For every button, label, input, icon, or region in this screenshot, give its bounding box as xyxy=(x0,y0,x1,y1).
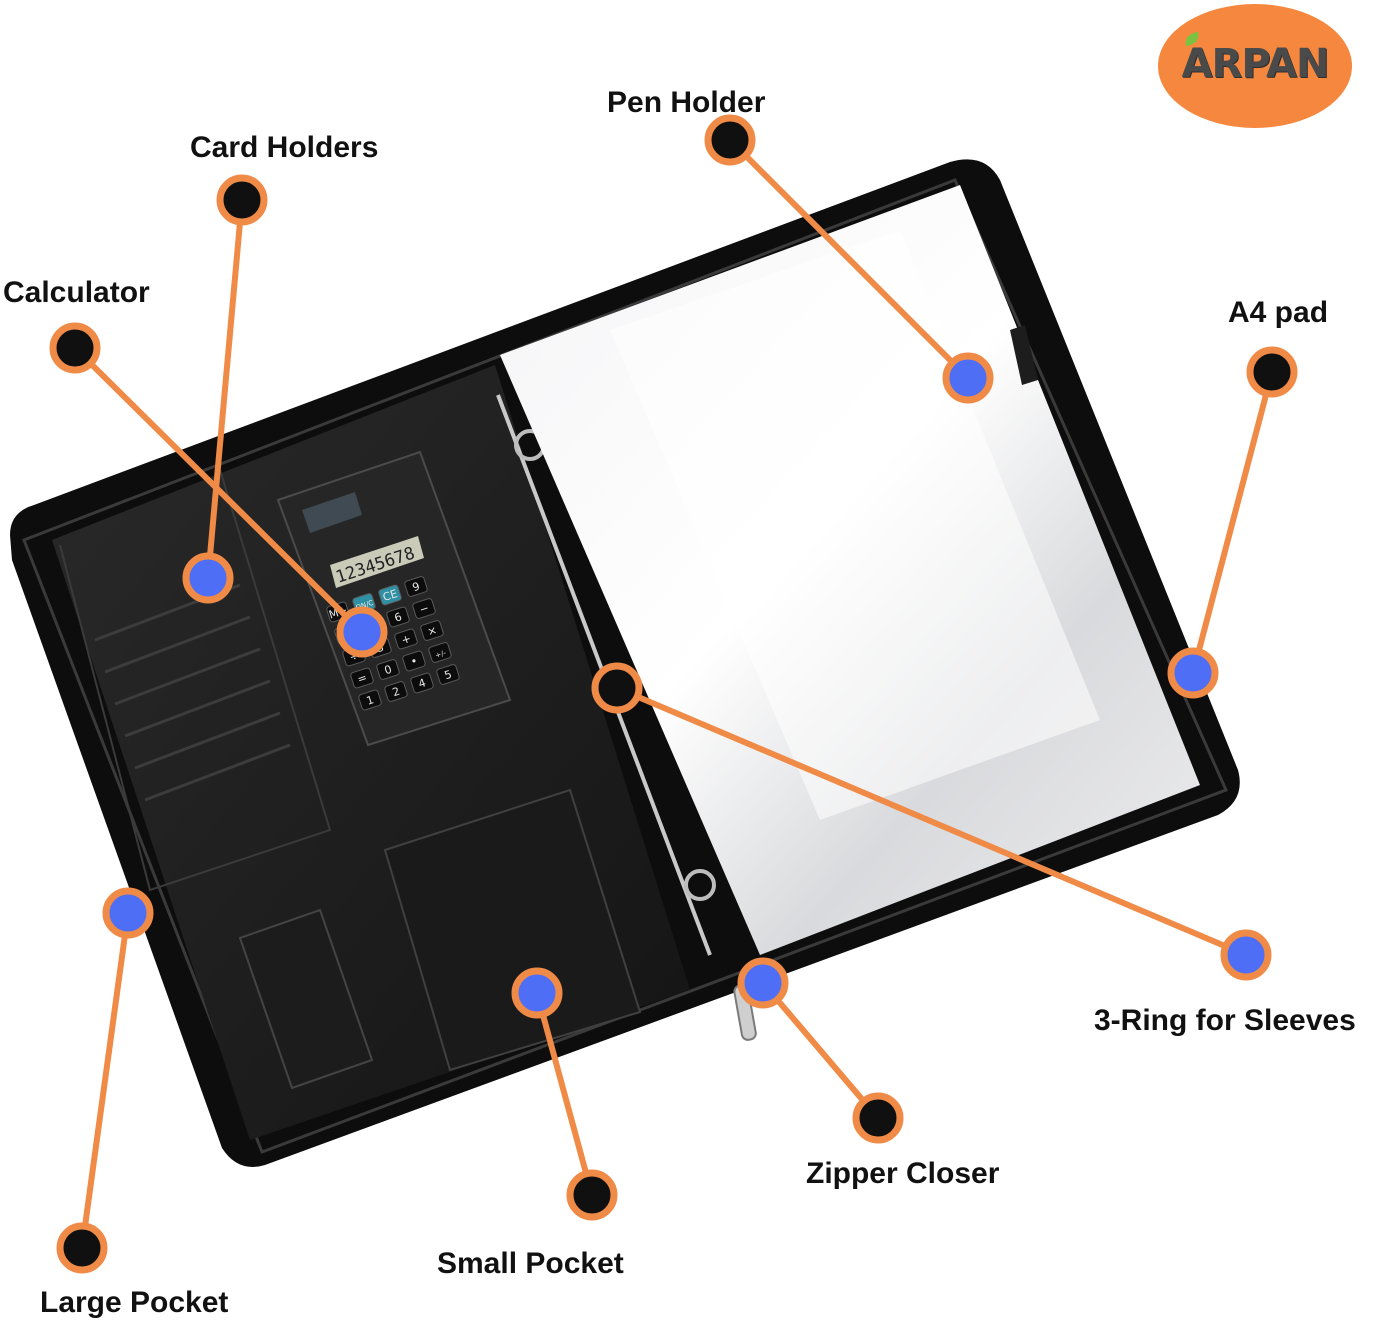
calculator-key: 0 xyxy=(376,659,400,680)
calculator-key: 2 xyxy=(384,681,408,702)
anchor-dot-large-pocket xyxy=(56,1222,108,1274)
calculator-key-label: +/- xyxy=(434,649,447,660)
target-dot-three-ring xyxy=(1220,929,1272,981)
calculator-key-label: + xyxy=(400,632,413,647)
calculator-key: = xyxy=(350,667,374,689)
anchor-dots xyxy=(49,114,1298,1274)
binder-ring-bottom xyxy=(684,869,716,901)
pen-loop xyxy=(1010,325,1038,385)
label-three-ring: 3-Ring for Sleeves xyxy=(1094,1004,1356,1037)
target-dot-small-pocket xyxy=(511,967,563,1019)
calculator-key-label: × xyxy=(426,623,439,638)
calculator-key-label: 9 xyxy=(411,580,422,595)
callout-line-card-holders xyxy=(205,199,245,579)
calculator-key: 9 xyxy=(404,576,428,597)
calculator-key-label: 6 xyxy=(393,610,404,625)
callout-line-calculator xyxy=(72,345,365,635)
calculator-key: 6 xyxy=(386,606,410,628)
target-dot-a4-pad xyxy=(1167,647,1219,699)
calculator-key-label: 1 xyxy=(365,693,376,708)
small-pocket-flap xyxy=(383,788,642,1072)
label-small-pocket: Small Pocket xyxy=(437,1247,624,1280)
anchor-dot-zipper-closer xyxy=(852,1092,904,1144)
calculator-key: − xyxy=(412,598,436,619)
calculator-key: + xyxy=(394,628,418,650)
label-pen-holder: Pen Holder xyxy=(607,86,766,119)
target-dot-large-pocket xyxy=(102,887,154,939)
callout-line-three-ring xyxy=(615,685,1248,958)
label-card-holders: Card Holders xyxy=(190,131,379,164)
calculator-key-label: 2 xyxy=(391,685,402,700)
logo-text: ARPAN xyxy=(1181,41,1330,87)
callout-line-small-pocket xyxy=(534,992,595,1196)
calculator-key-label: 0 xyxy=(383,663,394,678)
callout-line-pen-holder xyxy=(727,137,971,381)
calculator-key: 4 xyxy=(410,672,434,694)
anchor-dot-card-holders xyxy=(216,174,268,226)
calculator-key: × xyxy=(420,620,444,641)
label-large-pocket: Large Pocket xyxy=(40,1286,229,1319)
anchor-dot-pen-holder xyxy=(704,114,756,166)
callout-line-large-pocket xyxy=(79,912,131,1249)
arpan-logo: ARPAN xyxy=(1158,4,1352,128)
card-slot-stripes xyxy=(94,583,291,802)
calculator-key-label: CE xyxy=(381,587,399,604)
calculator-key-label: • xyxy=(409,654,419,668)
label-a4-pad: A4 pad xyxy=(1228,296,1329,329)
label-zipper-closer: Zipper Closer xyxy=(806,1157,1000,1190)
calculator-key: • xyxy=(402,650,426,672)
anchor-dot-calculator xyxy=(49,322,101,374)
target-dot-calculator xyxy=(336,606,388,658)
callout-lines xyxy=(72,137,1275,1249)
anchor-dot-a4-pad xyxy=(1246,346,1298,398)
calculator-key: CE xyxy=(378,584,402,606)
target-dot-card-holders xyxy=(182,552,234,604)
calculator-key-label: = xyxy=(356,671,369,686)
target-dot-zipper-closer xyxy=(737,957,789,1009)
label-calculator: Calculator xyxy=(3,276,150,309)
large-pocket-window xyxy=(238,908,374,1090)
callout-line-zipper-closer xyxy=(760,981,881,1120)
calculator-key: 1 xyxy=(358,689,382,711)
calculator-key: 5 xyxy=(436,664,460,685)
target-dots xyxy=(102,352,1272,1019)
callout-line-a4-pad xyxy=(1190,371,1275,674)
calculator-key-label: 5 xyxy=(443,668,454,683)
calculator-key-label: − xyxy=(418,601,431,616)
card-holder-edge xyxy=(59,469,332,892)
calculator-screen xyxy=(330,536,424,588)
calculator-key: +/- xyxy=(428,642,452,663)
sleeve-sheen xyxy=(610,230,1100,820)
calculator-key-label: 4 xyxy=(417,676,428,691)
target-dot-pen-holder xyxy=(942,352,994,404)
anchor-dot-small-pocket xyxy=(566,1169,618,1221)
zipper-track xyxy=(22,178,1229,1154)
anchor-dot-three-ring xyxy=(591,662,643,714)
